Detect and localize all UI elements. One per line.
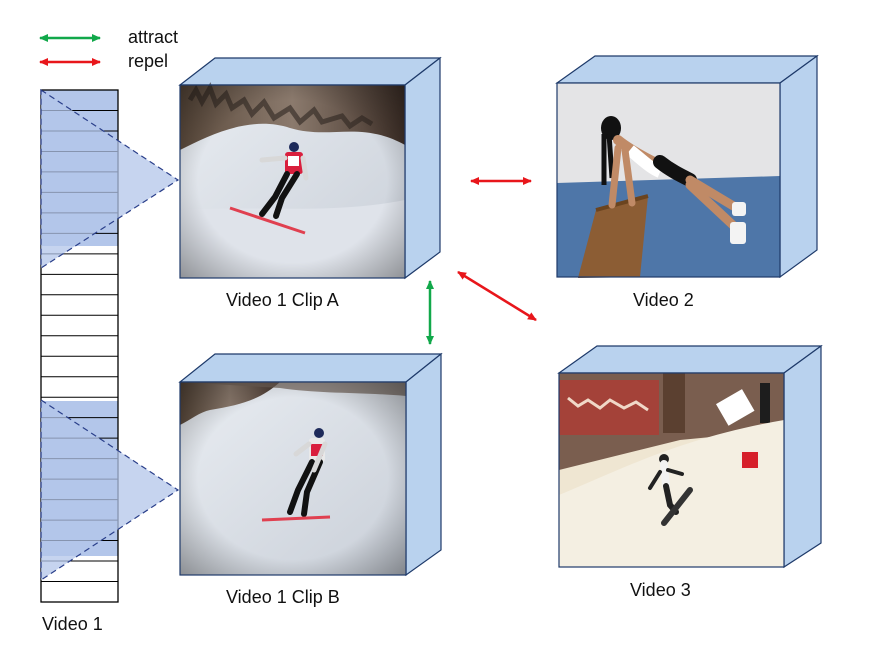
repel-legend-label: repel xyxy=(128,51,168,71)
video2-cube xyxy=(555,54,819,279)
clip-a-cube-top xyxy=(178,57,442,86)
clip-b-frame xyxy=(180,382,406,575)
video3-cube xyxy=(557,344,823,569)
clip-a-cube xyxy=(178,56,442,280)
clip-b-cube xyxy=(178,352,443,577)
snowboard-jumper-icon xyxy=(648,454,693,526)
video3-frame xyxy=(559,373,784,567)
clip-b-projection xyxy=(40,398,180,582)
clip-a-label: Video 1 Clip A xyxy=(226,290,339,310)
pushup-icon xyxy=(578,116,746,278)
video2-frame xyxy=(557,83,780,278)
video1-label: Video 1 xyxy=(42,614,103,634)
attract-legend-label: attract xyxy=(128,27,178,47)
video3-cube-top xyxy=(557,345,823,374)
video2-label: Video 2 xyxy=(633,290,694,310)
clip-b-cube-side xyxy=(405,352,442,577)
clip-a-cube-side xyxy=(404,56,441,280)
video3-cube-side xyxy=(783,344,822,569)
video1-strip-border xyxy=(40,89,119,603)
repel-arrow-clipa-video3 xyxy=(457,270,537,322)
legend: attract repel xyxy=(39,27,178,71)
clip-b-cube-top xyxy=(178,353,443,383)
video2-cube-top xyxy=(555,55,819,84)
video2-cube-side xyxy=(779,54,818,279)
clip-a-projection xyxy=(40,88,180,270)
video3-label: Video 3 xyxy=(630,580,691,600)
clip-b-label: Video 1 Clip B xyxy=(226,587,340,607)
clip-a-frame xyxy=(180,82,405,278)
